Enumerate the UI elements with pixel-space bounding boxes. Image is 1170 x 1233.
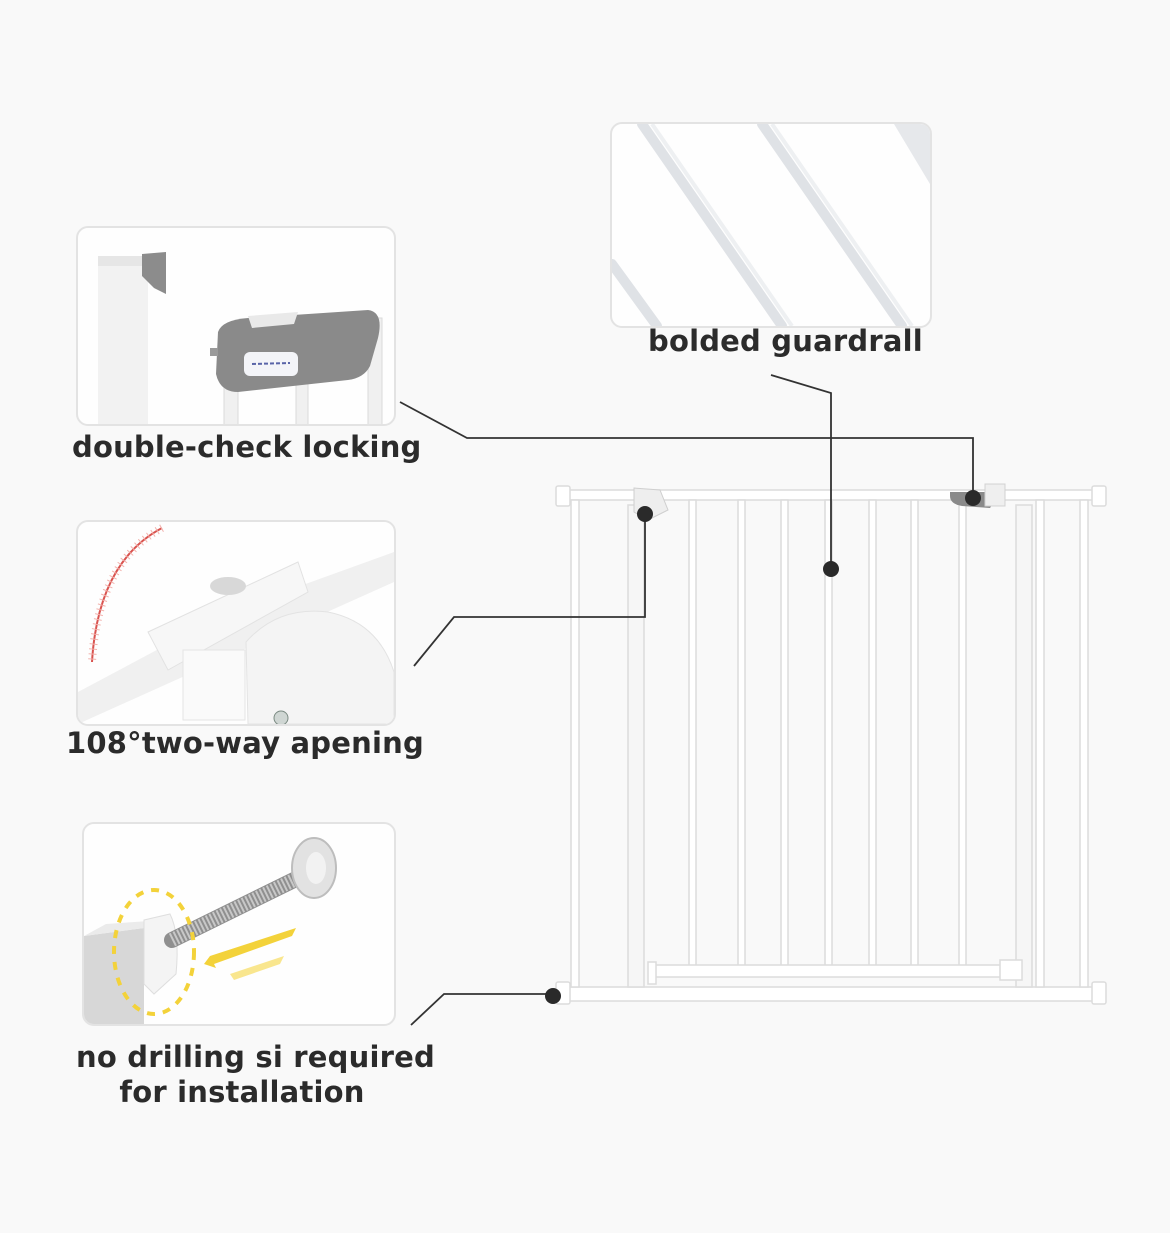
frame-post-right — [1079, 499, 1089, 988]
installation-detail-panel — [82, 822, 396, 1026]
callout-dot-guardrail — [823, 561, 839, 577]
gate-frame — [555, 485, 1107, 1005]
callout-line-opening — [413, 514, 646, 667]
pressure-spindle-image — [84, 837, 337, 1024]
locking-caption: double-check locking — [72, 430, 422, 464]
guardrail-corner — [894, 124, 930, 184]
hinge-opening-image — [78, 524, 394, 724]
callout-line-installation — [410, 993, 552, 1026]
door-bar — [688, 499, 697, 971]
door-bar — [780, 499, 789, 971]
guardrail-bar — [612, 259, 662, 326]
locking-detail-panel — [76, 226, 396, 426]
installation-caption-line1: no drilling si required — [76, 1040, 435, 1074]
lock-catch — [142, 252, 166, 294]
callout-line-guardrail — [770, 374, 832, 568]
door-post-left — [627, 504, 645, 988]
highlight-circle — [112, 888, 196, 1016]
adjust-arrow — [204, 928, 296, 968]
guardrail-bars-image — [612, 124, 930, 326]
locking-mechanism-image — [98, 252, 383, 424]
guardrail-detail-panel — [610, 122, 932, 328]
angle-arc — [91, 527, 163, 663]
door-bar — [737, 499, 746, 971]
door-bar — [910, 499, 919, 971]
callout-dot-locking — [965, 490, 981, 506]
opening-caption: 108°two-way apening — [66, 726, 424, 760]
installation-caption-line2: for installation — [119, 1075, 365, 1109]
guardrail-bar — [637, 124, 787, 326]
callout-lines — [399, 374, 974, 1026]
door-bottom-rail — [649, 964, 1021, 978]
door-bar — [868, 499, 877, 971]
callout-dot-installation — [545, 988, 561, 1004]
door-bar — [958, 499, 967, 971]
opening-detail-panel — [76, 520, 396, 726]
guardrail-caption: bolded guardrall — [648, 324, 923, 358]
frame-post-left — [570, 499, 580, 988]
bottom-rail — [557, 986, 1104, 1002]
callout-dot-opening — [637, 506, 653, 522]
door-post-right — [1015, 504, 1033, 988]
guardrail-bar — [757, 124, 907, 326]
callout-line-locking — [399, 401, 974, 497]
